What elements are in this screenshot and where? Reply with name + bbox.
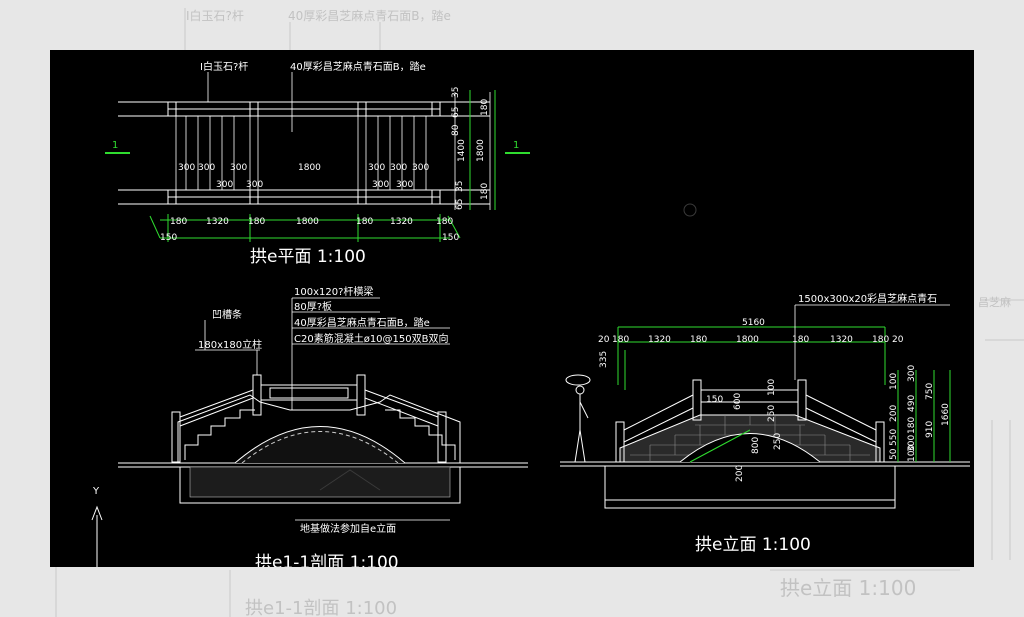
plan-dim: 1800 xyxy=(298,163,321,173)
plan-dim: 1800 xyxy=(296,217,319,227)
elevation-dims-center: 150 600 250 100 800 250 200 xyxy=(706,379,783,482)
section-note: C20素筋混凝土ø10@150双B双向 xyxy=(294,332,449,345)
plan-dim: 65 xyxy=(451,107,461,118)
elevation-dim: 200 xyxy=(735,465,745,482)
elevation-view: 1500x300x20彩昌芝麻点青石 5160 20 180 1320 180 … xyxy=(560,292,970,555)
elevation-dim: 50 xyxy=(889,448,899,460)
elevation-dim: 1320 xyxy=(648,335,671,345)
section-note: 100x120?杆横梁 xyxy=(294,285,373,298)
elevation-dim: 200 xyxy=(889,405,899,422)
elevation-dim: 20 xyxy=(892,335,904,345)
plan-dim-150-left: 150 xyxy=(160,233,177,243)
plan-dim: 300 xyxy=(372,180,389,190)
elevation-overall-dim: 5160 xyxy=(742,318,765,328)
plan-dim: 300 xyxy=(396,180,413,190)
plan-dim: 300 xyxy=(230,163,247,173)
elevation-dim: 490 xyxy=(907,395,917,412)
plan-dim: 180 xyxy=(480,183,490,200)
elevation-dim: 180 xyxy=(907,417,917,434)
section-label-groove: 凹槽条 xyxy=(212,308,242,321)
ghost-label-railing: I白玉石?杆 xyxy=(186,8,244,23)
plan-dim: 180 xyxy=(170,217,187,227)
elevation-dim: 800 xyxy=(751,437,761,454)
ghost-title-section: 拱e1-1剖面 1:100 xyxy=(245,598,397,617)
plan-dim: 180 xyxy=(248,217,265,227)
elevation-dim: 300 xyxy=(907,365,917,382)
plan-dim: 180 xyxy=(356,217,373,227)
section-note: 40厚彩昌芝麻点青石面B，踏e xyxy=(294,316,430,329)
bridge-drawings: 1 1 I白玉石?杆 40厚彩昌芝麻点青石面B，踏e 300 300 300 1… xyxy=(91,60,970,567)
elevation-top-note: 1500x300x20彩昌芝麻点青石 xyxy=(798,292,937,305)
elevation-dim: 180 xyxy=(612,335,629,345)
plan-dim: 300 xyxy=(216,180,233,190)
plan-section-mark-left: 1 xyxy=(112,140,118,151)
elevation-dim: 250 xyxy=(773,433,783,450)
plan-dim: 300 xyxy=(246,180,263,190)
plan-section-mark-right: 1 xyxy=(513,140,519,151)
elevation-dim: 750 xyxy=(925,383,935,400)
elevation-dim: 100 xyxy=(889,373,899,390)
ghost-title-elevation: 拱e立面 1:100 xyxy=(780,576,916,600)
plan-view: 1 1 I白玉石?杆 40厚彩昌芝麻点青石面B，踏e 300 300 300 1… xyxy=(105,60,530,267)
plan-dim: 300 xyxy=(178,163,195,173)
elevation-dim: 1660 xyxy=(941,403,951,426)
plan-dim: 35 xyxy=(451,87,461,98)
plan-dim: 300 xyxy=(390,163,407,173)
elevation-dims-top: 20 180 1320 180 1800 180 1320 180 20 335 xyxy=(598,335,904,368)
elevation-dim: 300 xyxy=(907,435,917,452)
plan-label-deck: 40厚彩昌芝麻点青石面B，踏e xyxy=(290,60,426,73)
plan-dim: 180 xyxy=(436,217,453,227)
section-note: 80厚?板 xyxy=(294,300,332,313)
plan-dim: 300 xyxy=(198,163,215,173)
plan-dim: 300 xyxy=(412,163,429,173)
plan-dims-bottom: 180 1320 180 1800 180 1320 180 150 150 xyxy=(160,217,459,243)
plan-dim: 65 xyxy=(455,199,465,210)
elevation-dim: 600 xyxy=(733,393,743,410)
ghost-label-right: 昌芝麻 xyxy=(978,295,1011,309)
elevation-dim: 1320 xyxy=(830,335,853,345)
section-label-post: 180x180立柱 xyxy=(198,338,262,351)
cad-drawing-canvas: 1 1 I白玉石?杆 40厚彩昌芝麻点青石面B，踏e 300 300 300 1… xyxy=(50,50,974,567)
elevation-dim: 550 xyxy=(889,429,899,446)
elevation-dim: 1800 xyxy=(736,335,759,345)
elevation-dim: 150 xyxy=(706,395,723,405)
plan-dim: 300 xyxy=(368,163,385,173)
elevation-dim: 20 xyxy=(598,335,610,345)
plan-dim: 1320 xyxy=(390,217,413,227)
section-title: 拱e1-1剖面 1:100 xyxy=(255,553,399,567)
elevation-dim: 910 xyxy=(925,421,935,438)
elevation-dim: 100 xyxy=(767,379,777,396)
elevation-dim-left: 335 xyxy=(599,351,609,368)
plan-dim: 1320 xyxy=(206,217,229,227)
elevation-dim: 180 xyxy=(690,335,707,345)
elevation-dim: 180 xyxy=(792,335,809,345)
ghost-label-deck: 40厚彩昌芝麻点青石面B，踏e xyxy=(288,8,451,23)
section-foundation-note: 地基做法参加自e立面 xyxy=(300,522,396,535)
plan-title: 拱e平面 1:100 xyxy=(250,247,366,267)
plan-dim: 35 xyxy=(455,181,465,192)
elevation-title: 拱e立面 1:100 xyxy=(695,535,811,555)
human-figure xyxy=(565,374,591,463)
section-view: 100x120?杆横梁 80厚?板 40厚彩昌芝麻点青石面B，踏e C20素筋混… xyxy=(91,285,528,567)
plan-dim: 1800 xyxy=(476,139,486,162)
elevation-dim: 100 xyxy=(907,445,917,462)
plan-dims-inner: 300 300 300 1800 300 300 300 300 300 300… xyxy=(178,163,429,190)
plan-dim: 180 xyxy=(480,99,490,116)
plan-dims-right: 35 65 80 1400 1800 35 65 180 180 xyxy=(451,87,490,210)
elevation-dim: 250 xyxy=(767,405,777,422)
plan-label-railing: I白玉石?杆 xyxy=(200,60,248,73)
elevation-dims-right: 100 300 750 490 200 1660 550 180 910 300… xyxy=(889,365,951,462)
plan-dim-150-right: 150 xyxy=(442,233,459,243)
plan-dim: 1400 xyxy=(457,139,467,162)
section-axis-y: Y xyxy=(92,486,100,497)
plan-dim: 80 xyxy=(451,124,461,136)
watermark-marks xyxy=(319,203,697,491)
elevation-dim: 180 xyxy=(872,335,889,345)
